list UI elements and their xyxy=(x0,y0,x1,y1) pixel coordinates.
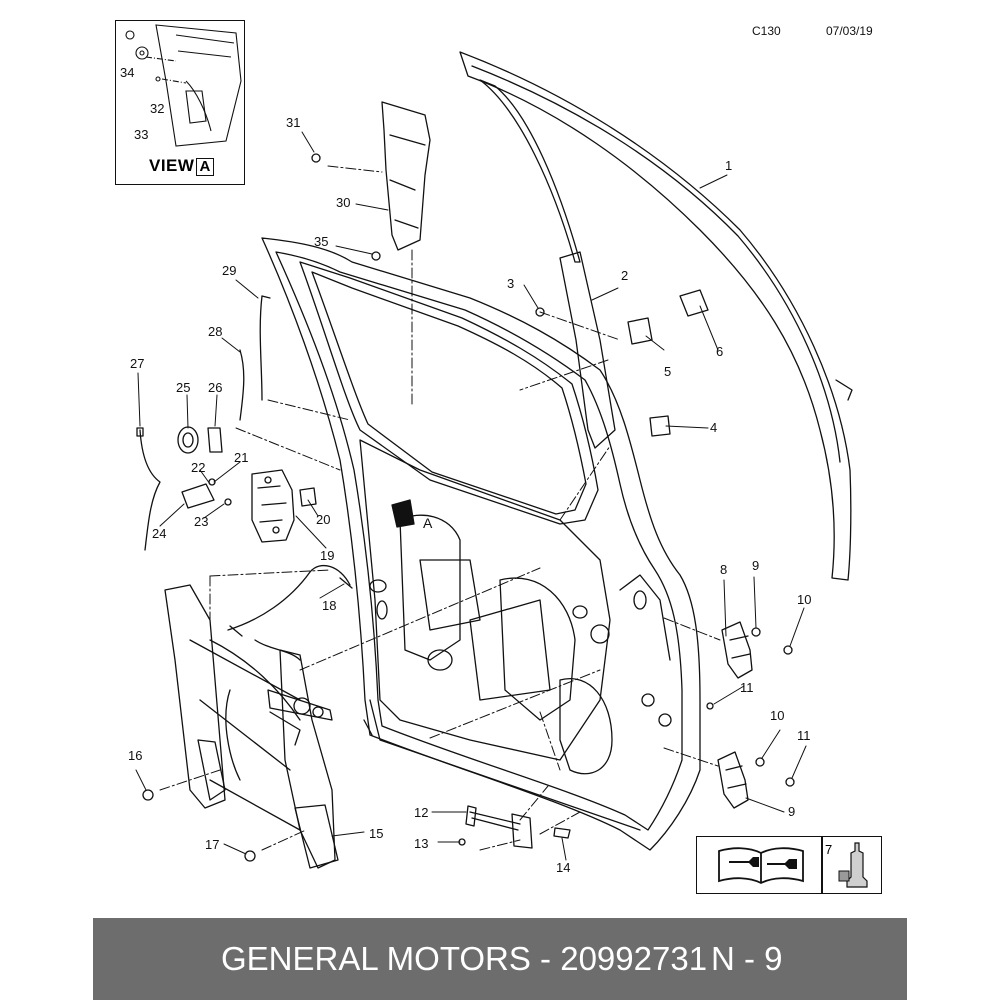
callout-labels: 1 2 3 4 5 6 8 9 9 10 10 11 11 12 13 14 1… xyxy=(128,115,811,875)
callout-3: 17 xyxy=(205,837,219,852)
callout-11-upper: 10 xyxy=(797,592,811,607)
grommet-25 xyxy=(177,426,199,454)
legend-box: 7 xyxy=(696,836,882,894)
view-a-drawing: 34 32 33 xyxy=(120,24,242,147)
callout-23: 35 xyxy=(314,234,328,249)
callout-16: 6 xyxy=(716,344,723,359)
callout-21: 30 xyxy=(336,195,350,210)
callout-10-lower: 10 xyxy=(770,708,784,723)
callout-11-lower: 11 xyxy=(797,728,811,743)
callout-10-upper: 9 xyxy=(752,558,759,573)
door-view-label: A xyxy=(423,515,433,531)
callout-26: 26 xyxy=(208,380,222,395)
connector-15 xyxy=(627,317,653,345)
window-regulator xyxy=(164,584,339,869)
part-number: GENERAL MOTORS - 20992731 xyxy=(221,940,708,977)
hinge-lower xyxy=(717,751,749,809)
view-callout-32: 32 xyxy=(150,101,164,116)
callout-30: 18 xyxy=(322,598,336,613)
callout-9-lower: 9 xyxy=(788,804,795,819)
callout-20: 21 xyxy=(234,450,248,465)
view-callout-33: 33 xyxy=(134,127,148,142)
door-latch xyxy=(251,469,295,543)
callout-24: 27 xyxy=(130,356,144,371)
handle-cable xyxy=(227,564,353,637)
book-wrench-icon xyxy=(718,847,804,885)
diagram-date: 07/03/19 xyxy=(826,24,873,38)
callout-15: 5 xyxy=(664,364,671,379)
door-panel xyxy=(261,237,701,851)
footer-banner: GENERAL MOTORS - 20992731 N - 9 xyxy=(93,918,907,1000)
bracket-27 xyxy=(181,483,215,509)
hinge-upper xyxy=(721,621,753,679)
view-callout-34: 34 xyxy=(120,65,134,80)
view-title-letter: A xyxy=(196,158,214,176)
clip-8 xyxy=(649,415,671,437)
fasteners xyxy=(142,153,795,862)
page-reference: N - 9 xyxy=(711,940,783,977)
callout-14: 11 xyxy=(740,680,754,695)
callout-6: 3 xyxy=(507,276,514,291)
callout-8: 4 xyxy=(710,420,717,435)
callout-12: 12 xyxy=(414,805,428,820)
bracket-21 xyxy=(381,101,431,251)
diagram-code: C130 xyxy=(752,24,781,38)
callout-4: 1 xyxy=(725,158,732,173)
rod-17 xyxy=(239,349,245,421)
leader-lines xyxy=(135,131,807,861)
window-channel xyxy=(479,79,616,449)
callout-27: 24 xyxy=(152,526,166,541)
callout-35: 14 xyxy=(556,860,570,875)
callout-9-upper: 8 xyxy=(720,562,727,577)
callout-25: 25 xyxy=(176,380,190,395)
rod-31 xyxy=(259,295,263,401)
window-glass xyxy=(459,51,853,581)
callout-2: 16 xyxy=(128,748,142,763)
callout-13: 13 xyxy=(414,836,428,851)
grommet-26 xyxy=(207,427,223,453)
legend-callout-7: 7 xyxy=(825,842,833,857)
callout-1: 15 xyxy=(369,826,383,841)
tube-icon xyxy=(838,842,868,888)
callout-29: 23 xyxy=(194,514,208,529)
callout-19: 20 xyxy=(316,512,330,527)
legend-divider xyxy=(821,837,823,893)
rod-24 xyxy=(139,429,161,551)
door-check xyxy=(465,805,571,849)
callout-22: 31 xyxy=(286,115,300,130)
callout-17: 28 xyxy=(208,324,222,339)
callout-18: 19 xyxy=(320,548,334,563)
connector-16 xyxy=(679,289,709,317)
callout-31: 29 xyxy=(222,263,236,278)
view-title-text: VIEW xyxy=(149,156,195,175)
callout-28: 22 xyxy=(191,460,205,475)
connector-19 xyxy=(299,487,317,507)
callout-5: 2 xyxy=(621,268,628,283)
